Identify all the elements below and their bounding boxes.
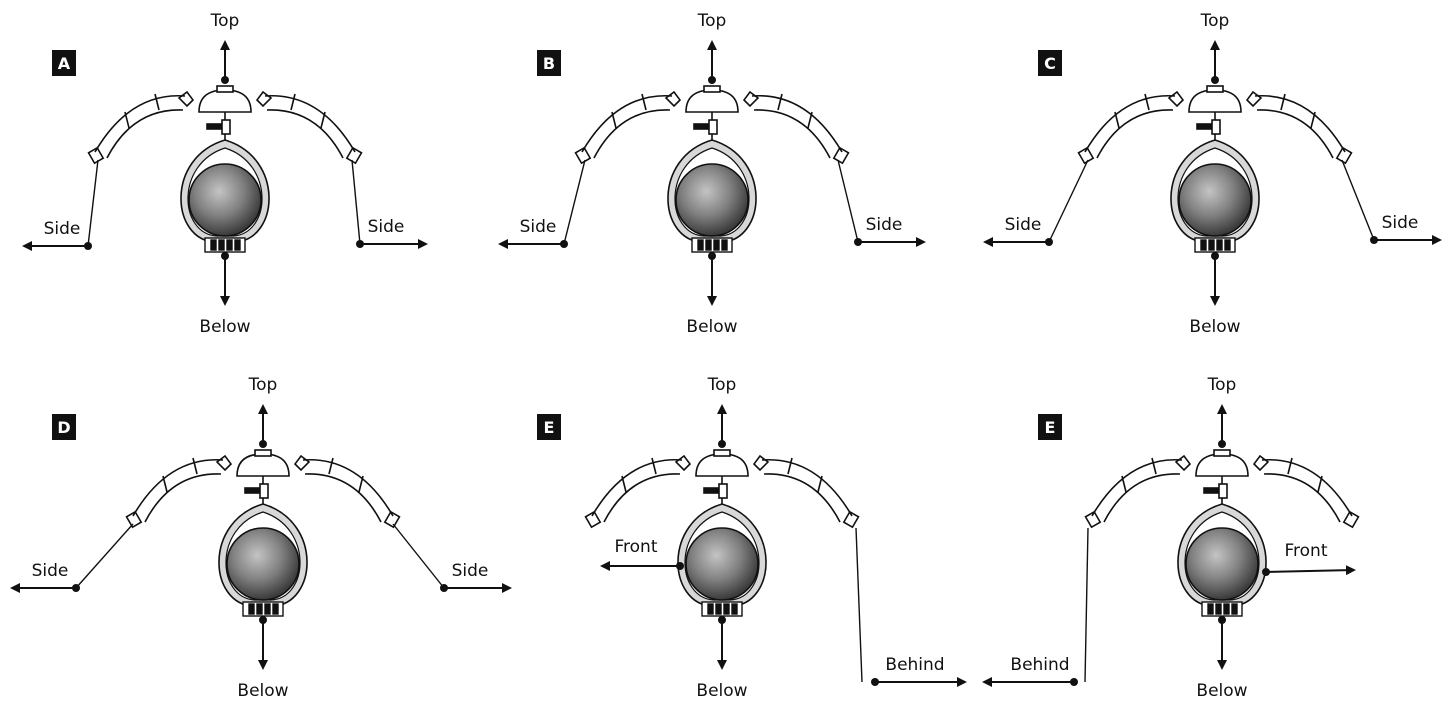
sphere <box>685 527 759 601</box>
below-label: Below <box>237 681 288 701</box>
sphere <box>188 163 262 237</box>
below-attachment-point <box>221 252 229 260</box>
sphere <box>226 527 300 601</box>
arched-arms <box>584 457 860 529</box>
left-cable <box>75 523 134 589</box>
top-label: Top <box>707 375 737 395</box>
ring-and-ball <box>180 139 270 243</box>
sphere <box>1178 163 1252 237</box>
below-attachment-point <box>1218 616 1226 624</box>
left-side-label: Side <box>520 217 557 237</box>
panel-badge: C <box>1038 50 1062 76</box>
panel-badge-label: C <box>1044 54 1056 73</box>
right-side-label: Side <box>368 217 405 237</box>
right-side-label: Side <box>452 561 489 581</box>
top-attachment-point <box>1211 76 1219 84</box>
top-attachment-point <box>1218 440 1226 448</box>
panel-badge: B <box>537 50 561 76</box>
top-hub <box>674 449 770 504</box>
panel-badge-label: E <box>544 418 555 437</box>
bottom-clamp <box>701 601 743 617</box>
left-side-label: Side <box>1005 215 1042 235</box>
behind-label: Behind <box>1010 655 1069 675</box>
front-label: Front <box>1285 541 1328 561</box>
panel-badge: D <box>52 414 76 440</box>
below-label: Below <box>696 681 747 701</box>
sphere <box>1185 527 1259 601</box>
top-attachment-point <box>259 440 267 448</box>
left-cable <box>1048 159 1089 243</box>
right-cable <box>351 159 361 245</box>
behind-cable <box>1084 527 1089 683</box>
top-hub <box>664 85 760 140</box>
arched-arms <box>1084 457 1360 529</box>
left-side-label: Side <box>32 561 69 581</box>
top-hub <box>1174 449 1270 504</box>
sphere <box>675 163 749 237</box>
right-side-label: Side <box>1382 213 1419 233</box>
below-attachment-point <box>259 616 267 624</box>
below-label: Below <box>1196 681 1247 701</box>
bottom-clamp <box>204 237 246 253</box>
right-cable <box>1341 159 1375 241</box>
top-hub <box>215 449 311 504</box>
bottom-clamp <box>242 601 284 617</box>
top-label: Top <box>697 11 727 31</box>
bottom-clamp <box>1201 601 1243 617</box>
left-cable <box>87 159 99 247</box>
top-label: Top <box>248 375 278 395</box>
top-attachment-point <box>708 76 716 84</box>
arched-arms <box>574 93 850 165</box>
top-hub <box>1167 85 1263 140</box>
top-attachment-point <box>718 440 726 448</box>
bottom-clamp <box>1194 237 1236 253</box>
below-attachment-point <box>1211 252 1219 260</box>
panel-badge-label: E <box>1045 418 1056 437</box>
arched-arms <box>87 93 363 165</box>
top-attachment-point <box>221 76 229 84</box>
below-label: Below <box>686 317 737 337</box>
ring-and-ball <box>1170 139 1260 243</box>
below-attachment-point <box>708 252 716 260</box>
ring-and-ball <box>218 503 308 607</box>
top-label: Top <box>1200 11 1230 31</box>
panel-badge: A <box>52 50 76 76</box>
below-label: Below <box>199 317 250 337</box>
panel-badge-label: B <box>543 54 555 73</box>
ring-and-ball <box>667 139 757 243</box>
below-label: Below <box>1189 317 1240 337</box>
top-label: Top <box>1207 375 1237 395</box>
top-hub <box>177 85 273 140</box>
right-side-label: Side <box>866 215 903 235</box>
right-cable <box>837 159 859 243</box>
below-attachment-point <box>718 616 726 624</box>
panel-badge: E <box>537 414 561 440</box>
panel-badge-label: A <box>58 54 71 73</box>
left-side-label: Side <box>44 219 81 239</box>
arched-arms <box>1077 93 1353 165</box>
bottom-clamp <box>691 237 733 253</box>
front-arrow <box>1265 565 1356 576</box>
left-cable <box>563 159 586 245</box>
arched-arms <box>125 457 401 529</box>
panel-badge: E <box>1038 414 1062 440</box>
ring-and-ball <box>1177 503 1267 607</box>
behind-label: Behind <box>885 655 944 675</box>
behind-cable <box>855 527 863 683</box>
front-label: Front <box>615 537 658 557</box>
right-cable <box>392 523 445 589</box>
top-label: Top <box>210 11 240 31</box>
panel-badge-label: D <box>57 418 70 437</box>
ring-and-ball <box>677 503 767 607</box>
